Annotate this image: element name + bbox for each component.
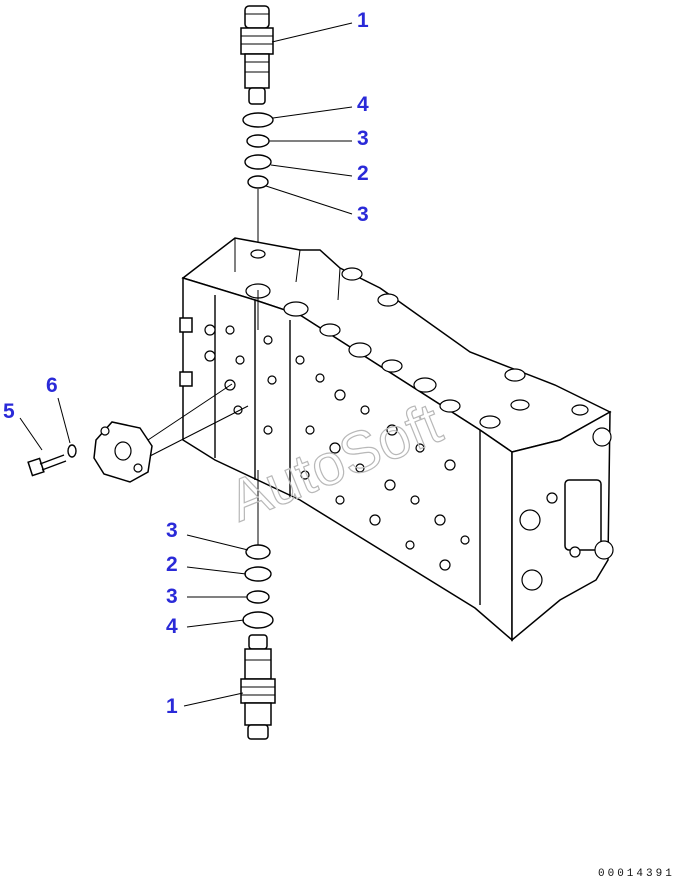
drawing-number: 00014391 — [598, 868, 675, 880]
callout-1-bottom: 1 — [166, 695, 178, 718]
callout-2-top: 2 — [357, 162, 369, 185]
callout-3-bottom-a: 3 — [166, 519, 178, 542]
relief-valve-bottom — [240, 634, 276, 740]
callout-3-bottom-b: 3 — [166, 585, 178, 608]
callout-3-top-a: 3 — [357, 127, 369, 150]
callout-1-top: 1 — [357, 9, 369, 32]
callouts: 1 4 3 2 3 5 6 3 2 3 4 1 — [3, 9, 369, 718]
seal-stack-bottom — [242, 544, 274, 629]
callout-5: 5 — [3, 400, 15, 423]
callout-6: 6 — [46, 374, 58, 397]
callout-3-top-b: 3 — [357, 203, 369, 226]
side-flange-assembly — [27, 383, 249, 483]
leader-lines — [19, 22, 353, 707]
control-valve-block — [179, 237, 614, 642]
relief-valve-top — [240, 5, 274, 105]
callout-4-bottom: 4 — [166, 615, 178, 638]
callout-2-bottom: 2 — [166, 553, 178, 576]
callout-4-top: 4 — [357, 93, 369, 116]
